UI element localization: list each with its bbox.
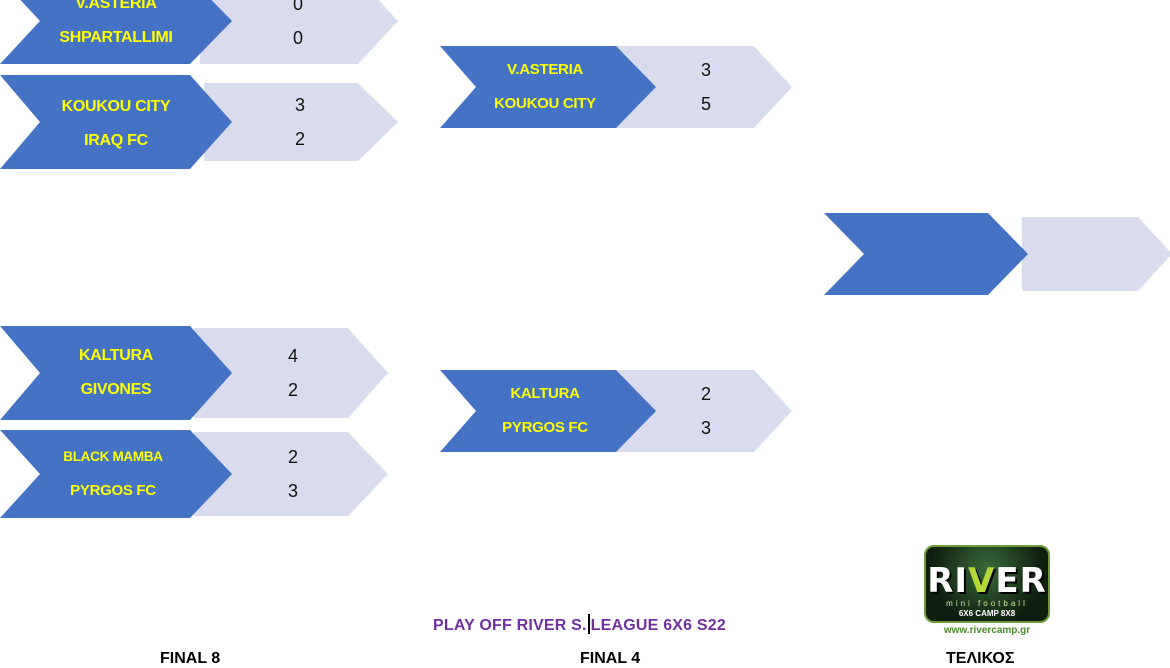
team-names: KALTURA GIVONES — [0, 326, 232, 420]
score-chevron — [200, 0, 398, 64]
team-name: BLACK MAMBA — [63, 449, 163, 464]
team-names: KOUKOU CITY IRAQ FC — [0, 75, 232, 171]
score: 5 — [700, 94, 711, 114]
score: 3 — [700, 418, 711, 438]
score-chevron — [1022, 217, 1170, 291]
round-label-final4: FINAL 4 — [580, 650, 641, 667]
score: 4 — [287, 346, 298, 366]
match-r8-3: KALTURA GIVONES 4 2 — [0, 326, 400, 420]
round-label-final: ΤΕΛΙΚΟΣ — [946, 650, 1015, 667]
team-chevron — [440, 46, 656, 128]
score: 2 — [700, 384, 711, 404]
team-name: V.ASTERIA — [75, 0, 157, 12]
score: 2 — [294, 129, 305, 149]
river-logo: RIVER mini football 6X6 CAMP 8X8 www.riv… — [924, 545, 1050, 639]
team-name: KOUKOU CITY — [61, 98, 171, 115]
team-names: V.ASTERIA SHPARTALLIMI — [0, 0, 232, 64]
score: 3 — [287, 481, 298, 501]
team-name: PYRGOS FC — [502, 419, 588, 436]
logo-word: RIVER — [927, 561, 1047, 601]
team-chevron — [0, 0, 232, 64]
team-names — [824, 213, 1028, 295]
score: 3 — [294, 95, 305, 115]
scores: 3 2 — [250, 75, 350, 169]
team-name: V.ASTERIA — [507, 61, 583, 78]
scores: 0 0 — [248, 0, 348, 64]
title-part2: LEAGUE 6X6 S22 — [590, 617, 726, 634]
score: 3 — [700, 60, 711, 80]
match-r8-4: BLACK MAMBA PYRGOS FC 2 3 — [0, 430, 400, 518]
team-names: V.ASTERIA KOUKOU CITY — [440, 46, 650, 128]
match-semi-1: V.ASTERIA KOUKOU CITY 3 5 — [440, 46, 800, 128]
team-names: BLACK MAMBA PYRGOS FC — [0, 430, 226, 518]
match-r8-2: KOUKOU CITY IRAQ FC 3 2 — [0, 75, 400, 169]
logo-formats: 6X6 CAMP 8X8 — [958, 609, 1016, 618]
scores: 4 2 — [243, 326, 343, 420]
scores: 2 3 — [656, 370, 756, 452]
scores: 3 5 — [656, 46, 756, 128]
match-final — [824, 213, 1170, 295]
logo-subtitle: mini football — [946, 599, 1028, 608]
scores — [1044, 213, 1134, 295]
score: 2 — [287, 447, 298, 467]
text-cursor — [587, 614, 590, 634]
team-name: SHPARTALLIMI — [59, 29, 173, 46]
page-title: PLAY OFF RIVER S.LEAGUE 6X6 S22 — [433, 614, 763, 635]
team-name: IRAQ FC — [84, 132, 148, 149]
score: 0 — [292, 28, 303, 48]
team-name: GIVONES — [80, 381, 152, 398]
logo-url: www.rivercamp.gr — [943, 625, 1031, 636]
match-r8-1: V.ASTERIA SHPARTALLIMI 0 0 — [0, 0, 400, 64]
team-chevron — [440, 370, 656, 452]
team-names: KALTURA PYRGOS FC — [440, 370, 650, 452]
team-name: KOUKOU CITY — [494, 95, 596, 112]
title-part1: PLAY OFF RIVER S. — [433, 617, 587, 634]
team-name: KALTURA — [510, 385, 580, 402]
round-label-final8: FINAL 8 — [160, 650, 221, 667]
score: 0 — [292, 0, 303, 14]
match-semi-2: KALTURA PYRGOS FC 2 3 — [440, 370, 800, 452]
scores: 2 3 — [243, 430, 343, 518]
logo-badge: RIVER mini football 6X6 CAMP 8X8 — [924, 545, 1050, 623]
team-name: KALTURA — [78, 347, 154, 364]
score: 2 — [287, 380, 298, 400]
score-chevron — [204, 83, 398, 161]
team-name: PYRGOS FC — [70, 482, 156, 499]
